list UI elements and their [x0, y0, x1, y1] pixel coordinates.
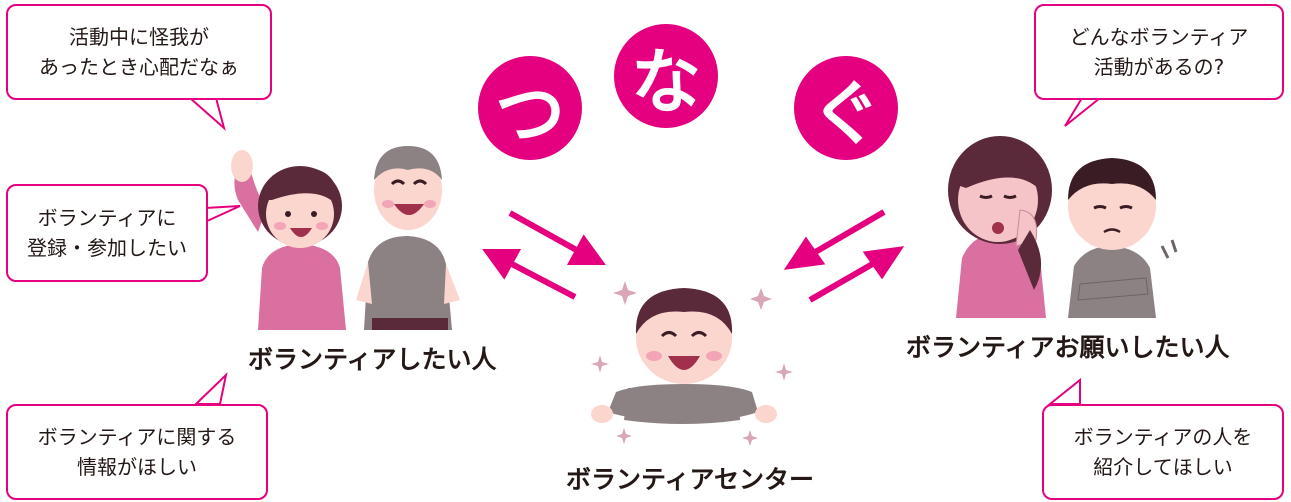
title-char-gu: ぐ — [794, 56, 898, 160]
bubble-line: ボランティアに関する — [37, 425, 237, 449]
requester-boy-figure — [1068, 158, 1178, 318]
requester-woman-figure — [948, 136, 1052, 318]
sparkles — [591, 281, 793, 446]
bubble-injury-worry: 活動中に怪我が あったとき心配だなぁ — [6, 4, 272, 100]
bubble-line: ボランティアに — [37, 206, 177, 230]
bubble-register: ボランティアに 登録・参加したい — [6, 184, 208, 282]
title-char-na: な — [614, 24, 718, 128]
exchange-arrows — [482, 209, 905, 303]
label-requester: ボランティアお願いしたい人 — [906, 333, 1230, 362]
center-staff-figure — [591, 288, 777, 424]
bubble-line: ボランティアの人を — [1073, 425, 1253, 449]
bubble-line: 活動があるの? — [1093, 55, 1225, 79]
bubble-introduce: ボランティアの人を 紹介してほしい — [1042, 404, 1284, 500]
bubble-line: あったとき心配だなぁ — [39, 55, 239, 79]
bubble-line: 紹介してほしい — [1093, 455, 1233, 479]
bubble-activities: どんなボランティア 活動があるの? — [1034, 4, 1284, 100]
label-center: ボランティアセンター — [566, 465, 815, 494]
bubble-info: ボランティアに関する 情報がほしい — [6, 404, 268, 500]
bubble-line: 情報がほしい — [77, 455, 197, 479]
volunteer-man-figure — [356, 146, 460, 330]
bubble-line: 活動中に怪我が — [69, 25, 209, 49]
title-char-tsu: つ — [478, 56, 582, 160]
bubble-line: 登録・参加したい — [27, 236, 187, 260]
volunteer-woman-figure — [231, 150, 346, 330]
label-volunteer: ボランティアしたい人 — [248, 345, 497, 374]
bubble-line: どんなボランティア — [1069, 25, 1249, 49]
